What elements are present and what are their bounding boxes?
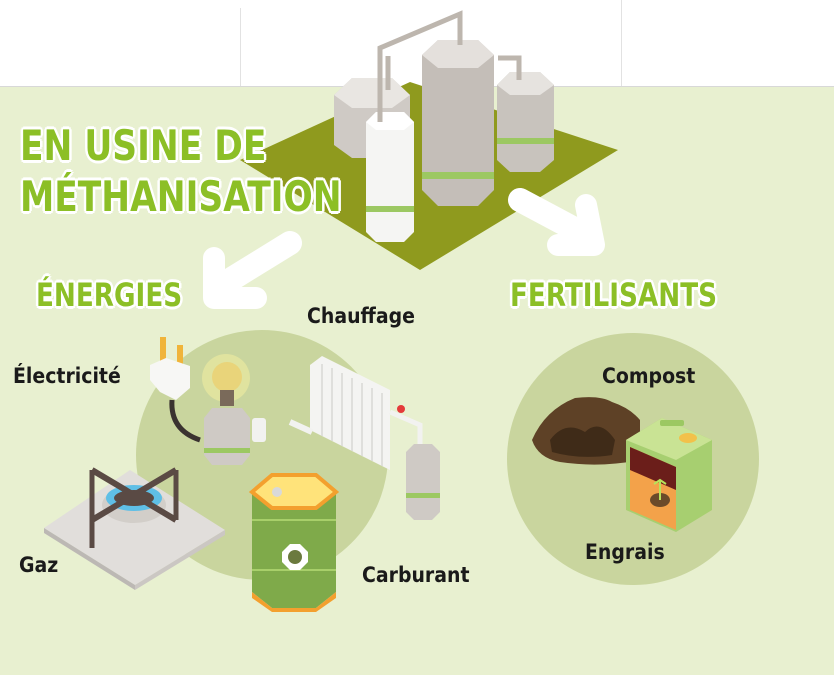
arrow-to-fertilisants-icon — [508, 188, 605, 256]
label-carburant: Carburant — [362, 563, 470, 587]
energies-heading: ÉNERGIES — [36, 276, 183, 314]
gas-burner-icon — [44, 467, 225, 590]
radiator-icon — [288, 356, 440, 520]
page-title-line2: MÉTHANISATION — [20, 172, 342, 221]
top-white-band — [0, 0, 834, 87]
fuel-barrel-icon — [248, 473, 340, 612]
page-title-line1: EN USINE DE — [20, 121, 267, 170]
divider — [621, 0, 622, 87]
plug-bulb-icon — [150, 337, 266, 465]
label-engrais: Engrais — [585, 540, 665, 564]
label-electricite: Électricité — [13, 364, 121, 388]
fertilisants-heading: FERTILISANTS — [510, 276, 717, 314]
arrow-to-energies-icon — [203, 231, 302, 309]
label-gaz: Gaz — [19, 553, 59, 577]
methanisation-plant-icon — [240, 10, 618, 270]
fertilizer-canister-icon — [626, 418, 712, 532]
compost-pile-icon — [532, 397, 640, 465]
label-compost: Compost — [602, 364, 696, 388]
label-chauffage: Chauffage — [307, 304, 415, 328]
divider — [240, 8, 241, 87]
